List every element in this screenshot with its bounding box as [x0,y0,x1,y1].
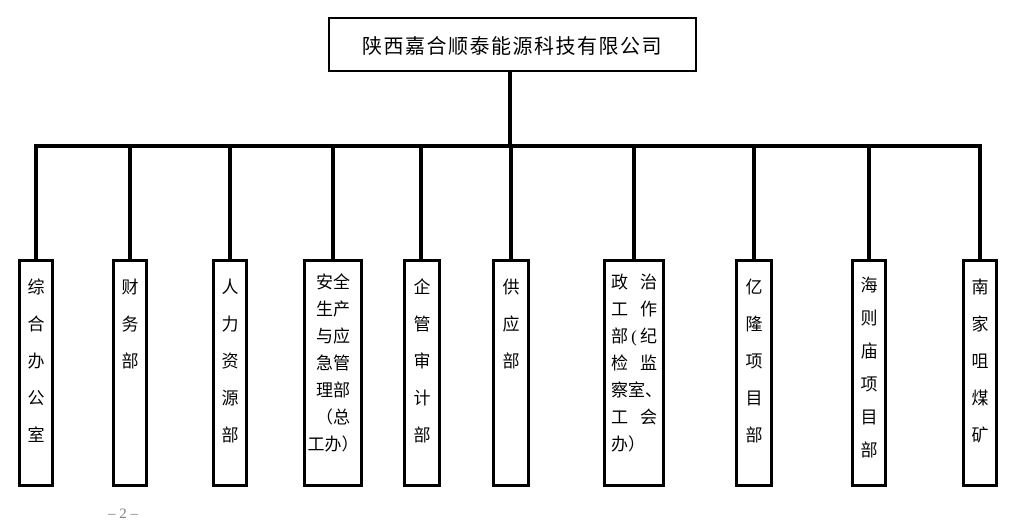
dept-box-political-work: 政治 工作 部(纪 检监 察室、 工会 办） [603,259,665,487]
dept-text-line: 企 [413,278,431,297]
dept-text-line: 生产 [316,300,350,319]
dept-text-line: 部 [502,352,520,371]
dept-text-line: 供 [502,278,520,297]
page-number: – 2 – [108,506,138,522]
dept-text-line: 隆 [745,315,763,334]
dept-box-haizemiao-project: 海 则 庙 项 目 部 [851,259,887,487]
dept-text-line: 煤 [971,389,989,408]
dept-text-line: 与应 [316,327,350,346]
dept-text-line: 海 [860,276,878,295]
company-name: 陕西嘉合顺泰能源科技有限公司 [362,36,663,58]
dept-text-line: 项 [745,352,763,371]
dept-text-line: 计 [413,389,431,408]
connector-stem [508,71,512,148]
dept-text-line: 部 [221,426,239,445]
dept-box-general-office: 综 合 办 公 室 [18,259,54,487]
connector-drop [509,144,513,259]
dept-text-line: 部 [413,426,431,445]
connector-drop [752,144,756,259]
connector-drop [419,144,423,259]
dept-box-human-resources: 人 力 资 源 部 [212,259,248,487]
dept-box-yilong-project: 亿 隆 项 目 部 [735,259,773,487]
dept-text-line: 源 [221,389,239,408]
dept-text-line: 目 [860,408,878,427]
dept-text-line: 家 [971,315,989,334]
dept-text-line: 审 [413,352,431,371]
dept-text-line: 室 [27,426,45,445]
dept-text-line: 项 [860,375,878,394]
dept-text-line: 财 [121,278,139,297]
dept-text-line: 工作 [611,300,657,319]
connector-drop [228,144,232,259]
dept-text-line: 工办） [307,435,359,454]
dept-text-line: 务 [121,315,139,334]
dept-text-line: 则 [860,309,878,328]
dept-box-finance: 财 务 部 [112,259,148,487]
dept-text-line: 理部 [316,381,350,400]
dept-text-line: 公 [27,389,45,408]
dept-text-line: 矿 [971,426,989,445]
connector-drop [632,144,636,259]
dept-box-enterprise-audit: 企 管 审 计 部 [403,259,441,487]
dept-text-line: 办） [611,435,645,454]
dept-text-line: 庙 [860,342,878,361]
dept-text-line: 合 [27,315,45,334]
dept-text-line: 力 [221,315,239,334]
dept-text-line: 检监 [611,354,657,373]
dept-box-supply: 供 应 部 [492,259,530,487]
dept-text-line: 察室、 [611,381,662,400]
dept-box-safety-emergency-mgmt: 安全 生产 与应 急管 理部 （总 工办） [303,259,363,487]
dept-text-line: 目 [745,389,763,408]
dept-text-line: 人 [221,278,239,297]
company-root-box: 陕西嘉合顺泰能源科技有限公司 [328,17,697,72]
dept-text-line: 部 [745,426,763,445]
dept-text-line: 工会 [611,408,657,427]
connector-drop [978,144,982,259]
dept-text-line: 管 [413,315,431,334]
dept-text-line: 资 [221,352,239,371]
dept-text-line: 咀 [971,352,989,371]
dept-box-nanjiazui-coal-mine: 南 家 咀 煤 矿 [962,259,998,487]
connector-drop [331,144,335,259]
dept-text-line: 政治 [611,273,657,292]
dept-text-line: 安全 [316,273,350,292]
dept-text-line: 急管 [316,354,350,373]
dept-text-line: 部 [860,441,878,460]
connector-drop [867,144,871,259]
connector-drop [128,144,132,259]
dept-text-line: 应 [502,315,520,334]
dept-text-line: 综 [27,278,45,297]
dept-text-line: 亿 [745,278,763,297]
connector-horizontal [34,144,981,148]
dept-text-line: 办 [27,352,45,371]
dept-text-line: 部 [121,352,139,371]
dept-text-line: 部(纪 [611,327,657,346]
connector-drop [34,144,38,259]
dept-text-line: （总 [316,408,350,427]
dept-text-line: 南 [971,278,989,297]
